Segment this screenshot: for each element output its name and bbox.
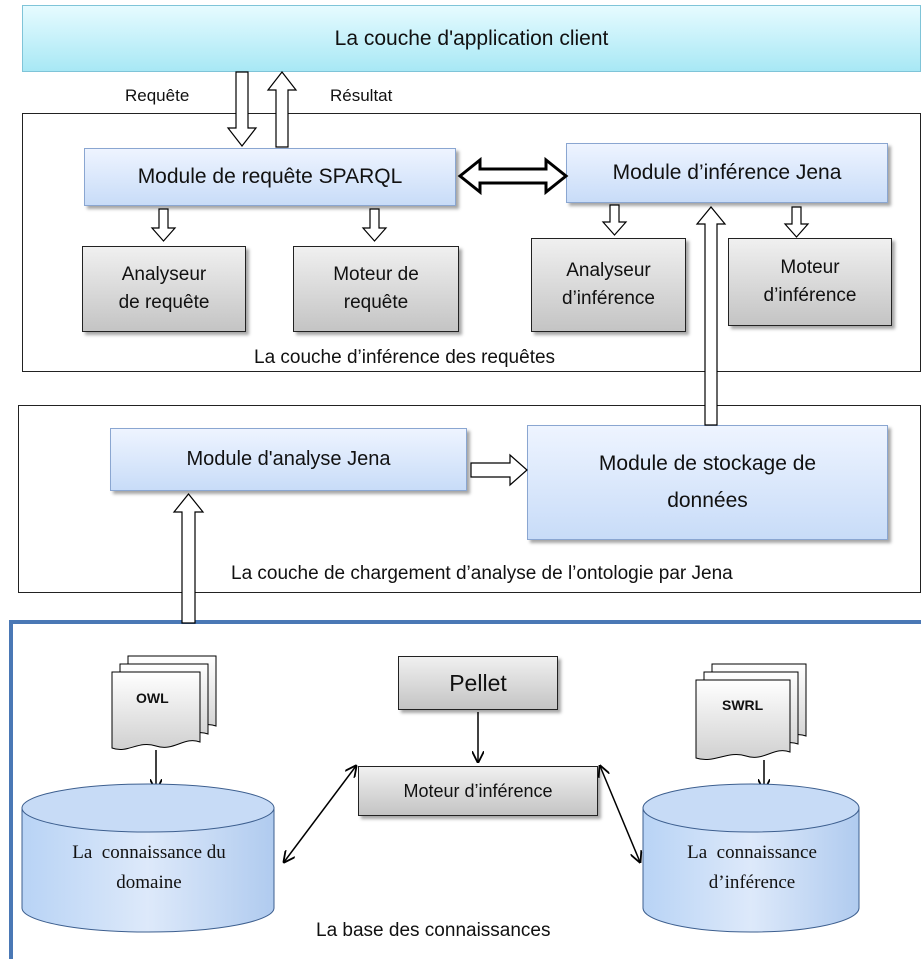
pellet-label: Pellet — [449, 669, 507, 696]
storage-module-line2: données — [667, 488, 748, 512]
knowledge-base-caption: La base des connaissances — [316, 920, 551, 941]
pellet-box: Pellet — [398, 656, 558, 710]
storage-module-line1: Module de stockage de — [598, 451, 817, 475]
client-application-layer: La couche d'application client — [22, 5, 921, 72]
inference-engine-box: Moteur d’inférence — [728, 238, 892, 326]
result-label: Résultat — [330, 86, 393, 105]
sparql-query-module: Module de requête SPARQL — [84, 148, 456, 206]
query-analyzer-line1: Analyseur — [121, 263, 207, 285]
jena-analysis-module: Module d'analyse Jena — [110, 428, 467, 491]
inference-knowledge-text: La connaissance d’inférence — [654, 836, 850, 900]
query-engine-line1: Moteur de — [333, 263, 419, 285]
client-layer-title: La couche d'application client — [334, 26, 609, 50]
sparql-module-label: Module de requête SPARQL — [137, 165, 403, 188]
inference-knowledge-line1: La connaissance — [687, 841, 817, 863]
data-storage-module: Module de stockage de données — [527, 425, 888, 540]
jena-inference-module-label: Module d’inférence Jena — [612, 161, 842, 184]
domain-knowledge-text: La connaissance du domaine — [40, 836, 258, 900]
query-analyzer-line2: de requête — [118, 292, 210, 313]
loading-layer-caption: La couche de chargement d’analyse de l’o… — [231, 563, 733, 584]
inference-analyzer-box: Analyseur d’inférence — [531, 238, 686, 332]
analysis-module-label: Module d'analyse Jena — [186, 448, 391, 470]
query-engine-box: Moteur de requête — [293, 246, 459, 332]
inference-analyzer-line1: Analyseur — [566, 259, 651, 281]
reasoner-box: Moteur d’inférence — [358, 766, 598, 816]
query-engine-line2: requête — [343, 292, 409, 313]
inference-analyzer-line2: d’inférence — [562, 288, 655, 309]
query-layer-caption: La couche d’inférence des requêtes — [254, 347, 556, 368]
inference-engine-line1: Moteur — [780, 256, 840, 278]
query-analyzer-box: Analyseur de requête — [82, 246, 246, 332]
domain-knowledge-line1: La connaissance du — [72, 841, 226, 863]
inference-engine-line2: d’inférence — [763, 285, 857, 306]
request-label: Requête — [125, 86, 190, 105]
swrl-label: SWRL — [722, 697, 764, 713]
inference-knowledge-line2: d’inférence — [708, 872, 796, 893]
domain-knowledge-line2: domaine — [116, 872, 182, 893]
reasoner-label: Moteur d’inférence — [403, 780, 553, 801]
jena-inference-module: Module d’inférence Jena — [566, 143, 888, 203]
owl-label: OWL — [136, 690, 169, 706]
